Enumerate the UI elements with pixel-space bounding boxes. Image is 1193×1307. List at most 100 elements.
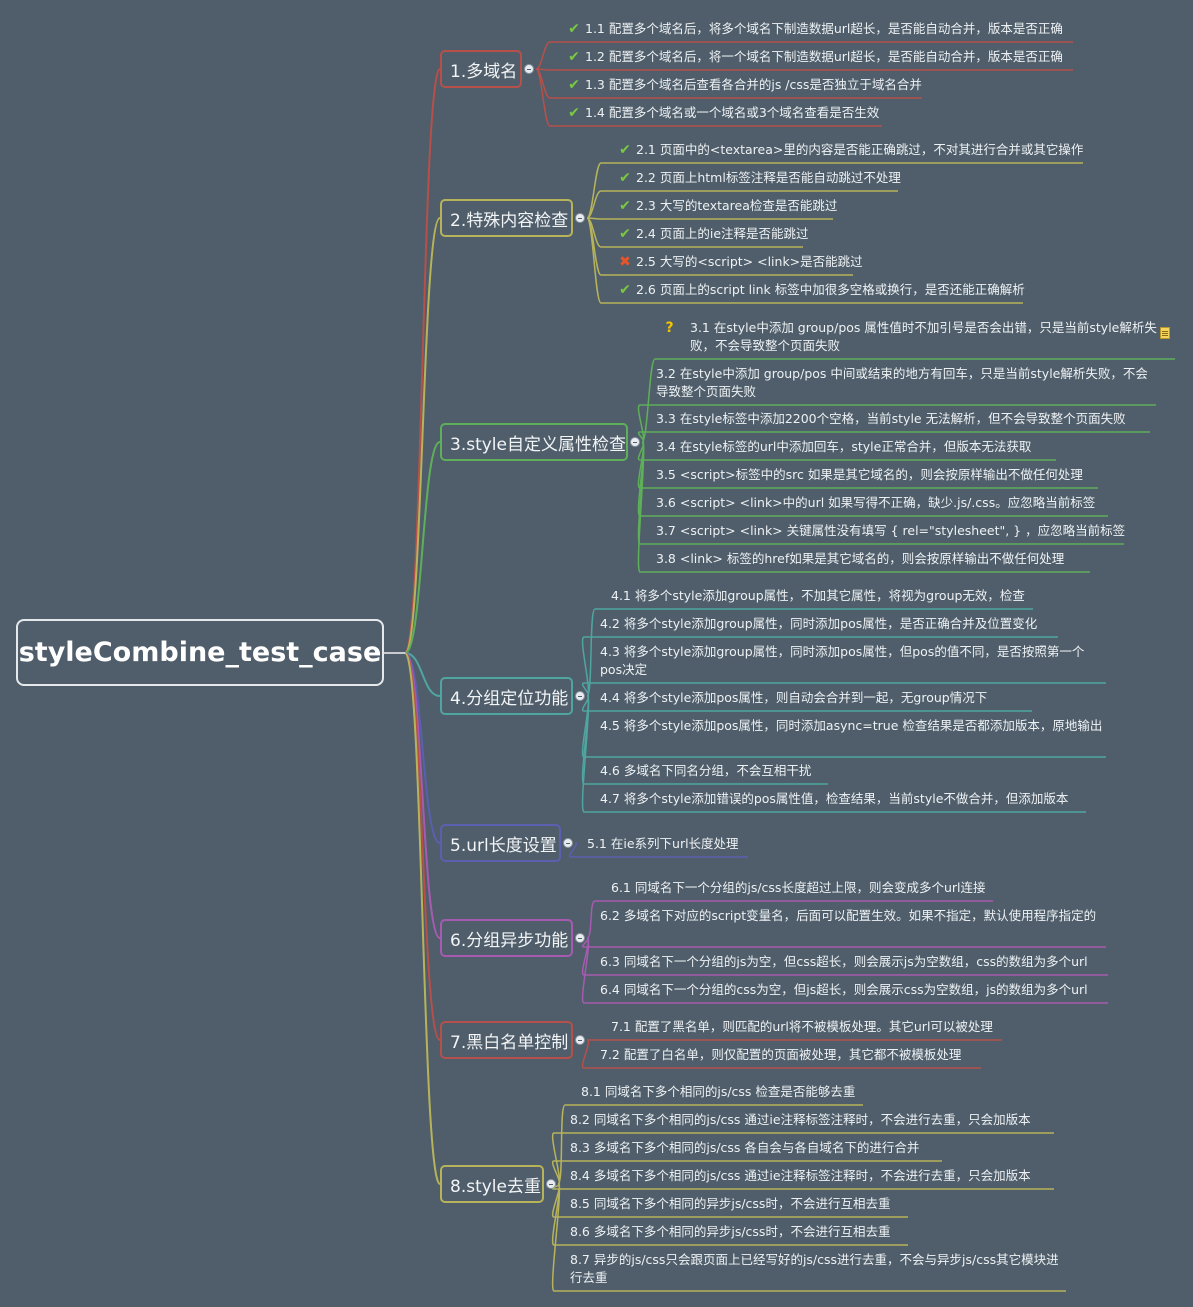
- leaf-topic[interactable]: 8.4 多域名下多个相同的js/css 通过ie注释标签注释时，不会进行去重，只…: [570, 1167, 1054, 1185]
- leaf-topic[interactable]: ✔ 1.3 配置多个域名后查看各合并的js /css是否独立于域名合并: [566, 76, 922, 94]
- leaf-topic[interactable]: 6.2 多域名下对应的script变量名，后面可以配置生效。如果不指定，默认使用…: [600, 907, 1106, 925]
- branch-connector: [404, 652, 441, 697]
- leaf-text: 3.8 <link> 标签的href如果是其它域名的，则会按原样输出不做任何处理: [656, 551, 1065, 566]
- leaf-topic[interactable]: 8.1 同域名下多个相同的js/css 检查是否能够去重: [581, 1083, 863, 1101]
- leaf-topic[interactable]: 6.1 同域名下一个分组的js/css长度超过上限，则会变成多个url连接: [611, 879, 993, 897]
- leaf-connector: [586, 162, 602, 219]
- leaf-text: 8.7 异步的js/css只会跟页面上已经写好的js/css进行去重，不会与异步…: [570, 1252, 1059, 1285]
- leaf-topic[interactable]: 4.2 将多个style添加group属性，同时添加pos属性，是否正确合并及位…: [600, 615, 1058, 633]
- leaf-text: 4.7 将多个style添加错误的pos属性值，检查结果，当前style不做合并…: [600, 791, 1069, 806]
- leaf-topic[interactable]: ✔ 2.6 页面上的script link 标签中加很多空格或换行，是否还能正确解…: [617, 281, 1025, 299]
- leaf-topic[interactable]: ✔ 2.1 页面中的<textarea>里的内容是否能正确跳过，不对其进行合并或其…: [617, 141, 1083, 159]
- leaf-text: 2.5 大写的<script> <link>是否能跳过: [636, 254, 863, 269]
- leaf-topic[interactable]: 6.4 同域名下一个分组的css为空，但js超长，则会展示css为空数组，js的…: [600, 981, 1108, 999]
- leaf-text: 8.2 同域名下多个相同的js/css 通过ie注释标签注释时，不会进行去重，只…: [570, 1112, 1031, 1127]
- leaf-topic[interactable]: ✔2.2 页面上html标签注释是否能自动跳过不处理: [617, 169, 901, 187]
- leaf-topic[interactable]: 8.5 同域名下多个相同的异步js/css时，不会进行互相去重: [570, 1195, 908, 1213]
- branch-topic[interactable]: 1.多域名: [440, 50, 522, 88]
- leaf-text: 6.2 多域名下对应的script变量名，后面可以配置生效。如果不指定，默认使用…: [600, 908, 1097, 923]
- leaf-connector: [535, 68, 551, 127]
- leaf-topic[interactable]: 5.1 在ie系列下url长度处理: [587, 835, 748, 853]
- leaf-text: 7.1 配置了黑名单，则匹配的url将不被模板处理。其它url可以被处理: [611, 1019, 993, 1034]
- leaf-topic[interactable]: 4.7 将多个style添加错误的pos属性值，检查结果，当前style不做合并…: [600, 790, 1086, 808]
- leaf-topic[interactable]: ✖ 2.5 大写的<script> <link>是否能跳过: [617, 253, 863, 271]
- branch-topic[interactable]: 4.分组定位功能: [440, 677, 573, 715]
- note-icon[interactable]: [1160, 327, 1170, 339]
- leaf-connector: [581, 695, 590, 813]
- leaf-topic[interactable]: 7.1 配置了黑名单，则匹配的url将不被模板处理。其它url可以被处理: [611, 1018, 1002, 1036]
- check-icon: ✔: [568, 105, 580, 121]
- collapse-toggle-icon[interactable]: [524, 64, 534, 74]
- leaf-text: 4.6 多域名下同名分组，不会互相干扰: [600, 763, 812, 778]
- leaf-text: 5.1 在ie系列下url长度处理: [587, 836, 739, 851]
- leaf-topic[interactable]: 7.2 配置了白名单，则仅配置的页面被处理，其它都不被模板处理: [600, 1046, 981, 1064]
- check-icon: ✔: [619, 226, 631, 242]
- branch-topic[interactable]: 8.style去重: [440, 1165, 544, 1203]
- leaf-connector: [586, 190, 602, 219]
- leaf-topic[interactable]: 3.6 <script> <link>中的url 如果写得不正确，缺少.js/.…: [656, 494, 1108, 512]
- leaf-topic[interactable]: 3.7 <script> <link> 关键属性没有填写 { rel="styl…: [656, 522, 1125, 540]
- leaf-topic[interactable]: 4.3 将多个style添加group属性，同时添加pos属性，但pos的值不同…: [600, 643, 1106, 679]
- leaf-topic[interactable]: 4.5 将多个style添加pos属性，同时添加async=true 检查结果是…: [600, 717, 1106, 735]
- branch-topic[interactable]: 3.style自定义属性检查: [440, 423, 628, 461]
- leaf-text: 4.5 将多个style添加pos属性，同时添加async=true 检查结果是…: [600, 718, 1103, 733]
- branch-topic[interactable]: 2.特殊内容检查: [440, 199, 573, 237]
- check-icon: ✔: [619, 170, 631, 186]
- leaf-text: 1.2 配置多个域名后，将一个域名下制造数据url超长，是否能自动合并，版本是否…: [585, 49, 1063, 64]
- check-icon: ✔: [568, 21, 580, 37]
- leaf-topic[interactable]: 8.3 多域名下多个相同的js/css 各自会与各自域名下的进行合并: [570, 1139, 942, 1157]
- leaf-text: 8.5 同域名下多个相同的异步js/css时，不会进行互相去重: [570, 1196, 891, 1211]
- leaf-topic[interactable]: 3.3 在style标签中添加2200个空格，当前style 无法解析，但不会导…: [656, 410, 1150, 428]
- leaf-topic[interactable]: 3.4 在style标签的url中添加回车，style正常合并，但版本无法获取: [656, 438, 1056, 456]
- leaf-topic[interactable]: 4.6 多域名下同名分组，不会互相干扰: [600, 762, 828, 780]
- leaf-text: 2.1 页面中的<textarea>里的内容是否能正确跳过，不对其进行合并或其它…: [636, 142, 1084, 157]
- leaf-topic[interactable]: 3.5 <script>标签中的src 如果是其它域名的，则会按原样输出不做任何…: [656, 466, 1098, 484]
- branch-topic[interactable]: 6.分组异步功能: [440, 919, 573, 957]
- leaf-topic[interactable]: 4.4 将多个style添加pos属性，则自动会合并到一起，无group情况下: [600, 689, 1032, 707]
- collapse-toggle-icon[interactable]: [630, 437, 640, 447]
- check-icon: ✔: [568, 77, 580, 93]
- collapse-toggle-icon[interactable]: [575, 213, 585, 223]
- leaf-topic[interactable]: ✔ 2.4 页面上的ie注释是否能跳过: [617, 225, 808, 243]
- cross-icon: ✖: [619, 254, 631, 270]
- question-icon: ?: [665, 320, 674, 336]
- leaf-topic[interactable]: 3.8 <link> 标签的href如果是其它域名的，则会按原样输出不做任何处理: [656, 550, 1090, 568]
- collapse-toggle-icon[interactable]: [575, 933, 585, 943]
- leaf-text: 3.6 <script> <link>中的url 如果写得不正确，缺少.js/.…: [656, 495, 1096, 510]
- leaf-topic[interactable]: 6.3 同域名下一个分组的js为空，但css超长，则会展示js为空数组，css的…: [600, 953, 1108, 971]
- leaf-topic[interactable]: ? 3.1 在style中添加 group/pos 属性值时不加引号是否会出错，只…: [665, 319, 1175, 355]
- collapse-toggle-icon[interactable]: [563, 838, 573, 848]
- leaf-text: 3.1 在style中添加 group/pos 属性值时不加引号是否会出错，只是…: [690, 320, 1157, 353]
- leaf-topic[interactable]: 4.1 将多个style添加group属性，不加其它属性，将视为group无效，…: [611, 587, 1033, 605]
- collapse-toggle-icon[interactable]: [546, 1179, 556, 1189]
- branch-topic[interactable]: 7.黑白名单控制: [440, 1021, 573, 1059]
- collapse-toggle-icon[interactable]: [575, 1035, 585, 1045]
- collapse-toggle-icon[interactable]: [575, 691, 585, 701]
- check-icon: ✔: [619, 282, 631, 298]
- branch-connector: [404, 217, 441, 654]
- leaf-topic[interactable]: ✔1.2 配置多个域名后，将一个域名下制造数据url超长，是否能自动合并，版本是…: [566, 48, 1073, 66]
- leaf-topic[interactable]: ✔1.1 配置多个域名后，将多个域名下制造数据url超长，是否能自动合并，版本是…: [566, 20, 1073, 38]
- leaf-text: 1.3 配置多个域名后查看各合并的js /css是否独立于域名合并: [585, 77, 922, 92]
- leaf-connector: [641, 358, 656, 443]
- leaf-topic[interactable]: ✔2.3 大写的textarea检查是否能跳过: [617, 197, 837, 215]
- branch-connector: [404, 652, 441, 1041]
- leaf-connector: [637, 441, 645, 573]
- leaf-text: 2.4 页面上的ie注释是否能跳过: [636, 226, 809, 241]
- check-icon: ✔: [619, 142, 631, 158]
- leaf-topic[interactable]: 8.2 同域名下多个相同的js/css 通过ie注释标签注释时，不会进行去重，只…: [570, 1111, 1054, 1129]
- leaf-topic[interactable]: ✔1.4 配置多个域名或一个域名或3个域名查看是否生效: [566, 104, 882, 122]
- leaf-text: 2.6 页面上的script link 标签中加很多空格或换行，是否还能正确解析: [636, 282, 1025, 297]
- leaf-topic[interactable]: 3.2 在style中添加 group/pos 中间或结束的地方有回车，只是当前…: [656, 365, 1156, 401]
- leaf-text: 3.4 在style标签的url中添加回车，style正常合并，但版本无法获取: [656, 439, 1032, 454]
- leaf-text: 2.3 大写的textarea检查是否能跳过: [636, 198, 838, 213]
- root-topic[interactable]: styleCombine_test_case: [16, 619, 384, 686]
- leaf-text: 7.2 配置了白名单，则仅配置的页面被处理，其它都不被模板处理: [600, 1047, 962, 1062]
- leaf-text: 6.4 同域名下一个分组的css为空，但js超长，则会展示css为空数组，js的…: [600, 982, 1088, 997]
- leaf-topic[interactable]: 8.6 多域名下多个相同的异步js/css时，不会进行互相去重: [570, 1223, 908, 1241]
- branch-topic[interactable]: 5.url长度设置: [440, 824, 561, 862]
- leaf-text: 8.6 多域名下多个相同的异步js/css时，不会进行互相去重: [570, 1224, 891, 1239]
- leaf-topic[interactable]: 8.7 异步的js/css只会跟页面上已经写好的js/css进行去重，不会与异步…: [570, 1251, 1066, 1287]
- leaf-text: 8.3 多域名下多个相同的js/css 各自会与各自域名下的进行合并: [570, 1140, 920, 1155]
